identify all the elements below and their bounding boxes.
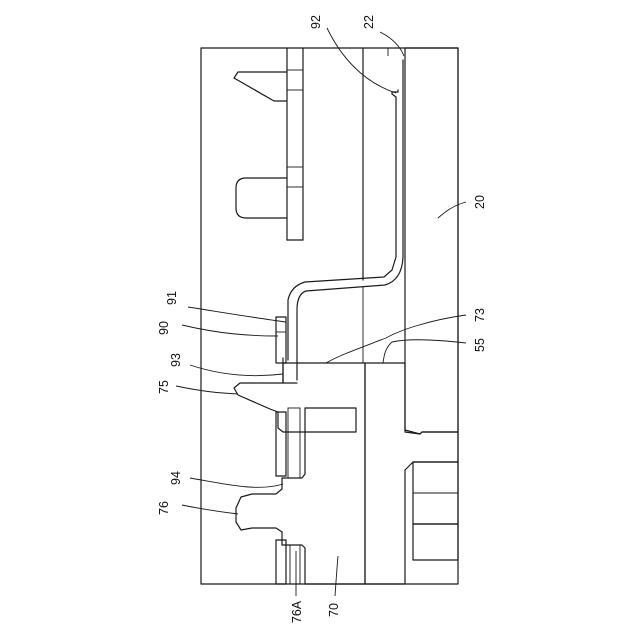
boss	[236, 178, 287, 218]
spring-contact-92	[288, 90, 398, 360]
contact-strip-76A	[276, 540, 286, 584]
terminal-93	[283, 358, 297, 383]
label-93: 93	[169, 353, 183, 367]
label-20: 20	[473, 195, 487, 209]
part-73-body	[365, 363, 458, 584]
label-22: 22	[362, 15, 376, 29]
label-92: 92	[309, 15, 323, 29]
label-94: 94	[169, 471, 183, 485]
label-91: 91	[165, 291, 179, 305]
label-76A: 76A	[290, 600, 304, 623]
spring-contact-92-inner	[297, 60, 403, 380]
slot-lower	[413, 524, 458, 560]
label-73: 73	[473, 308, 487, 322]
label-76: 76	[157, 501, 171, 515]
label-70: 70	[327, 603, 341, 617]
part-70-body	[234, 363, 365, 584]
part-20-body	[405, 48, 458, 434]
outer-frame	[201, 48, 458, 584]
label-75: 75	[157, 380, 171, 394]
latch-tab	[234, 72, 287, 101]
contact-strip-90	[276, 317, 286, 363]
label-90: 90	[157, 321, 171, 335]
label-55: 55	[473, 338, 487, 352]
